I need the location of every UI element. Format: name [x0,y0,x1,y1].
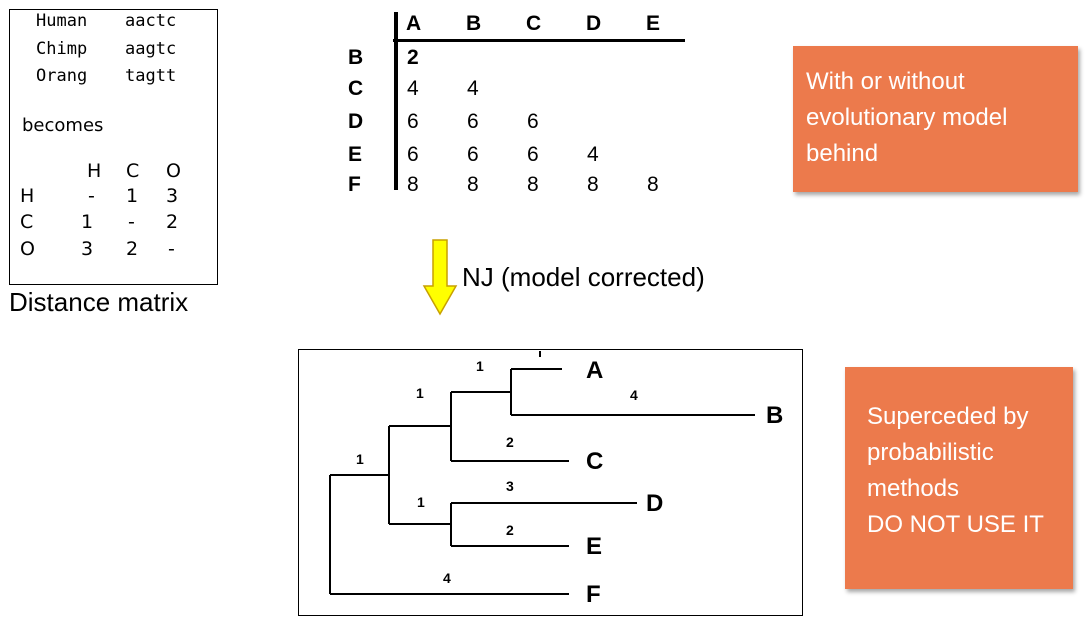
becomes-label: becomes [22,115,104,136]
table-cell: 8 [647,173,659,196]
matrix-cell: - [88,185,95,207]
callout-line: DO NOT USE IT [867,511,1044,538]
table-cell: 4 [587,143,599,166]
table-cell: 6 [527,143,539,166]
table-row-label-d: D [348,110,364,133]
seq-name: Orang [36,66,88,86]
callout-line: evolutionary model [806,104,1008,131]
alignment-seq-human: aactc [125,11,177,31]
matrix-cell: 2 [126,238,139,260]
branch-label: 4 [630,387,638,403]
callout-line: methods [867,475,960,502]
superceded-callout: Superceded by probabilistic methods DO N… [845,367,1073,589]
matrix-cell: - [128,211,135,233]
alignment-seq-orang: tagtt [125,66,177,86]
branch-labels: 1 1 4 1 2 1 3 2 4 [356,358,638,586]
matrix-row-label: O [20,238,35,260]
table-header-rule [393,39,685,42]
table-row-label-b: B [348,46,364,69]
table-cell: 6 [527,110,539,133]
distance-matrix-box [9,9,218,285]
alignment-seq-chimp: aagtc [125,39,177,59]
table-col-header-c: C [526,12,542,35]
table-cell: 6 [407,110,419,133]
table-col-header-e: E [646,12,661,35]
table-cell: 8 [407,173,419,196]
leaf-label-c: C [586,448,603,475]
table-cell: 8 [467,173,479,196]
table-col-header-a: A [406,12,422,35]
model-callout: With or without evolutionary model behin… [793,46,1078,192]
callout-line: With or without [806,68,965,95]
leaf-labels: A B C D E F [586,357,783,608]
table-col-header-b: B [466,12,482,35]
matrix-header-o: O [166,160,181,182]
table-cell: 4 [407,77,419,100]
callout-line: behind [806,140,879,167]
branch-label: 1 [356,451,364,467]
leaf-label-b: B [766,402,783,429]
seq-name: Chimp [36,39,88,59]
matrix-row-label: C [20,211,34,233]
alignment-row-human: Human [36,9,87,33]
matrix-row-label: H [20,185,35,207]
branch-label: 1 [416,385,424,401]
leaf-label-a: A [586,357,603,384]
table-cell: 8 [527,173,539,196]
leaf-label-f: F [586,581,601,608]
table-cell: 6 [467,143,479,166]
table-cell: 2 [407,46,419,69]
table-cell: 6 [467,110,479,133]
branch-label: 2 [506,434,514,450]
branch-label: 3 [506,478,514,494]
table-cell: 4 [467,77,479,100]
branch-label: 4 [443,570,451,586]
matrix-cell: 3 [166,185,179,207]
nj-label: NJ (model corrected) [462,262,705,292]
down-arrow-icon [422,239,458,316]
matrix-cell: 1 [81,211,94,233]
callout-line: probabilistic [867,439,994,466]
tree-branches [329,351,755,595]
leaf-label-d: D [646,490,663,517]
branch-label: 1 [476,358,484,374]
branch-label: 2 [506,522,514,538]
alignment-row-orang: Orang [36,64,87,88]
seq-name: Human [36,11,88,31]
table-row-label-f: F [348,173,361,196]
table-cell: 8 [587,173,599,196]
branch-label: 1 [417,494,425,510]
distance-matrix-caption: Distance matrix [9,287,189,317]
callout-line: Superceded by [867,403,1029,430]
matrix-cell: 1 [126,185,139,207]
table-row-label-c: C [348,77,364,100]
table-row-label-e: E [348,143,363,166]
table-left-rule [394,12,398,190]
matrix-cell: 2 [166,211,179,233]
matrix-header-h: H [87,160,102,182]
matrix-cell: 3 [81,238,94,260]
leaf-label-e: E [586,533,602,560]
alignment-row-chimp: Chimp [36,37,87,61]
matrix-header-c: C [126,160,140,182]
table-cell: 6 [407,143,419,166]
tree-frame [298,349,803,616]
phylogenetic-tree: 1 1 4 1 2 1 3 2 4 A B C D E F [329,351,783,608]
table-col-header-d: D [586,12,602,35]
matrix-cell: - [168,238,175,260]
